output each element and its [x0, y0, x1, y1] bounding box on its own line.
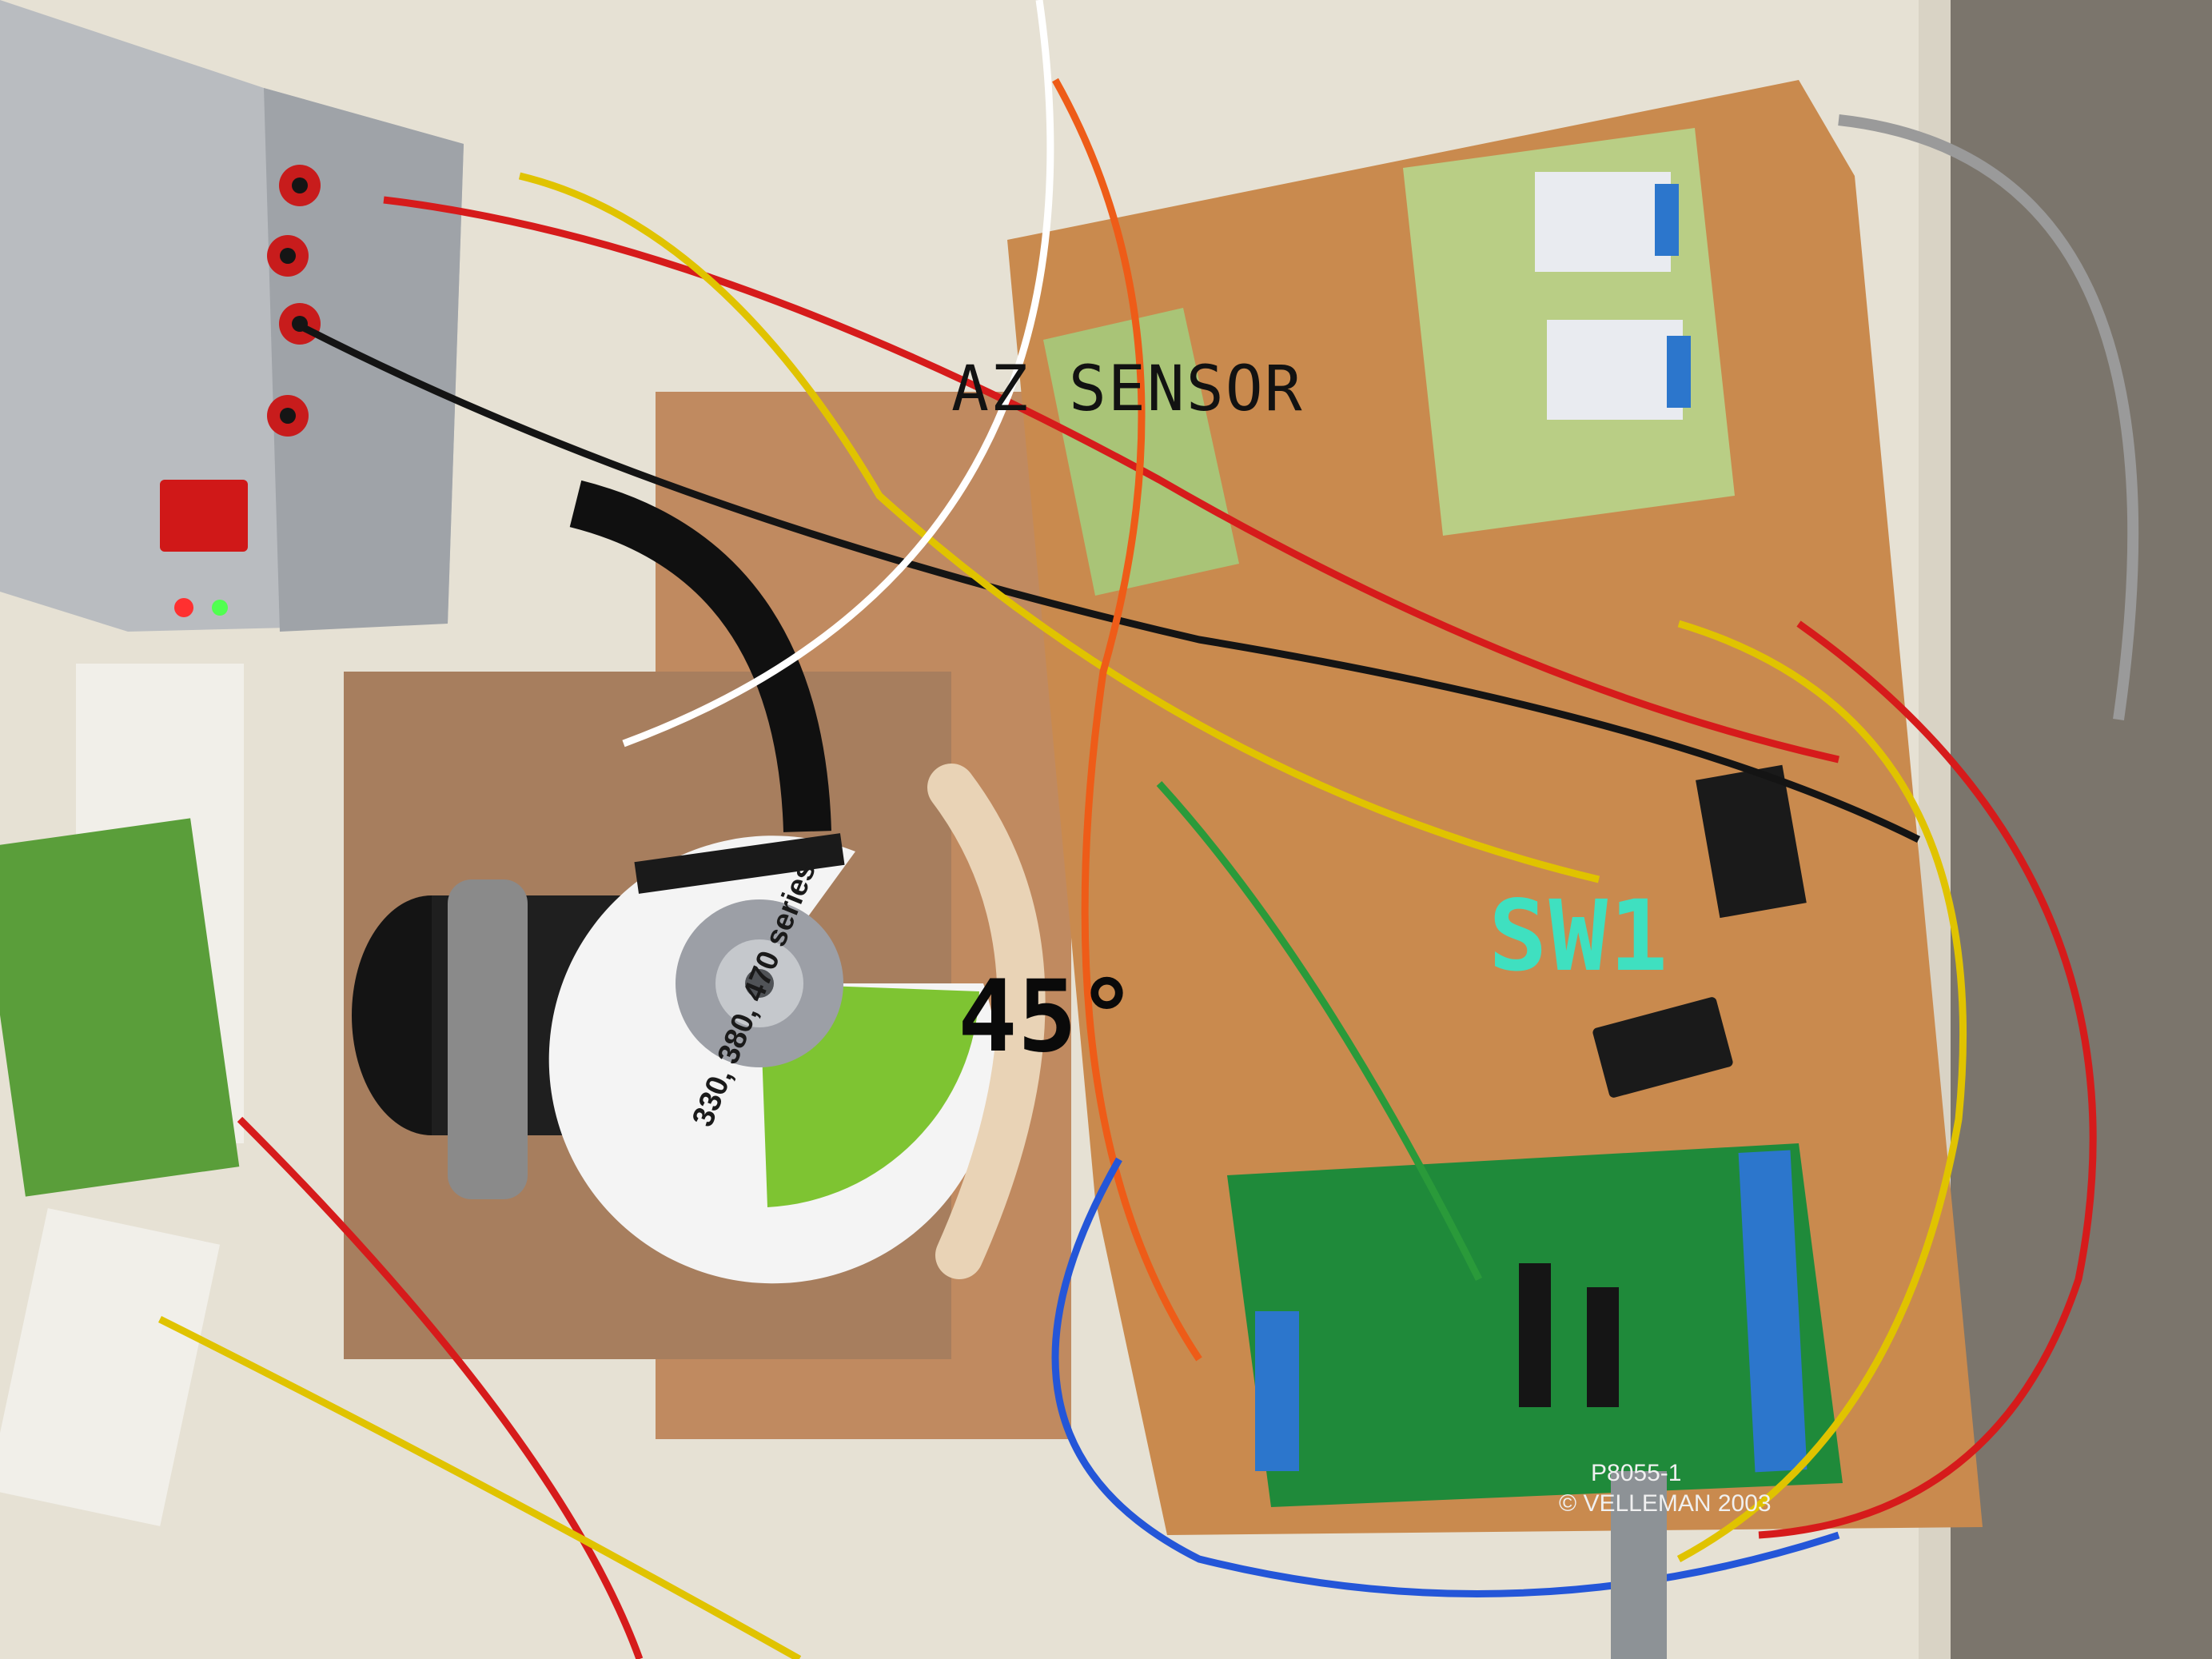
angle-label: 45°: [958, 959, 1137, 1075]
cd-encoder-disc: [548, 833, 997, 1284]
terminal-block: [1696, 764, 1807, 919]
perfboard-left: [0, 818, 240, 1197]
black-cable: [569, 480, 831, 832]
velleman-board: [1227, 1143, 1843, 1507]
breadboard-bottom-left: [0, 1208, 221, 1526]
az-sensor-label: AZ SENSOR: [951, 353, 1304, 425]
board-model-print: P8055-1: [1591, 1460, 1682, 1486]
wires: [157, 0, 2139, 1659]
sw1-label: SW1: [1489, 879, 1670, 993]
power-supply: [0, 0, 464, 632]
board-copyright-print: © VELLEMAN 2003: [1559, 1490, 1772, 1517]
sensor-bracket: [927, 764, 1046, 1279]
microswitch: [1592, 997, 1733, 1098]
usb-cable: [1611, 1471, 1667, 1659]
relay-board: [1403, 128, 1735, 536]
